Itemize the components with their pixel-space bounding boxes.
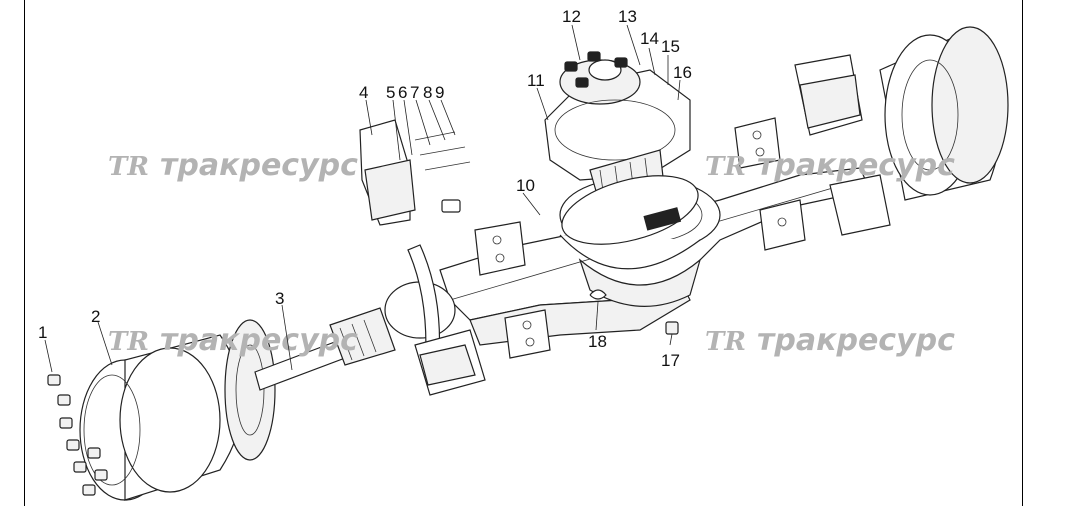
callout-12: 12 <box>562 7 581 26</box>
callout-1: 1 <box>38 323 47 342</box>
callout-9: 9 <box>435 83 444 102</box>
wheel-nuts <box>47 374 108 496</box>
svg-text:тракресурс: тракресурс <box>160 323 358 358</box>
brake-caliper-right <box>794 54 891 236</box>
callouts: 1 2 3 4 5 6 7 8 9 10 11 12 13 14 15 16 1… <box>38 7 692 370</box>
watermark-top-right: TR тракресурс <box>705 148 955 183</box>
callout-3: 3 <box>275 289 284 308</box>
svg-text:тракресурс: тракресурс <box>160 148 358 183</box>
callout-4: 4 <box>359 83 368 102</box>
drain-plug <box>665 321 679 335</box>
spring-seat-left <box>474 221 526 276</box>
callout-15: 15 <box>661 37 680 56</box>
brake-caliper-left <box>359 119 471 226</box>
callout-18: 18 <box>588 332 607 351</box>
watermark-top-left: TR тракресурс <box>108 148 358 183</box>
spring-seat-right <box>734 117 806 251</box>
svg-text:TR: TR <box>705 152 746 182</box>
callout-17: 17 <box>661 351 680 370</box>
callout-10: 10 <box>516 176 535 195</box>
right-wheel-hub <box>879 26 1009 201</box>
callout-16: 16 <box>673 63 692 82</box>
cover-gasket <box>561 175 699 245</box>
svg-text:тракресурс: тракресурс <box>757 148 955 183</box>
clip-ring <box>589 289 607 300</box>
svg-text:TR: TR <box>108 327 149 357</box>
left-frame-border <box>24 0 25 506</box>
callout-2: 2 <box>91 307 100 326</box>
svg-text:TR: TR <box>108 152 149 182</box>
watermark-bottom-left: TR тракресурс <box>108 323 358 358</box>
callout-5: 5 <box>386 83 395 102</box>
callout-14: 14 <box>640 29 659 48</box>
callout-11: 11 <box>527 71 545 90</box>
callout-13: 13 <box>618 7 637 26</box>
right-frame-border <box>1022 0 1023 506</box>
svg-text:TR: TR <box>705 327 746 357</box>
svg-text:тракресурс: тракресурс <box>757 323 955 358</box>
left-wheel-hub <box>79 319 276 501</box>
callout-7: 7 <box>410 83 419 102</box>
leader-lines <box>44 24 681 373</box>
watermark-bottom-right: TR тракресурс <box>705 323 955 358</box>
callout-8: 8 <box>423 83 432 102</box>
spring-seat-bottom <box>504 309 551 359</box>
brake-caliper-lower <box>414 329 486 396</box>
callout-6: 6 <box>398 83 407 102</box>
axle-shaft <box>254 281 456 391</box>
